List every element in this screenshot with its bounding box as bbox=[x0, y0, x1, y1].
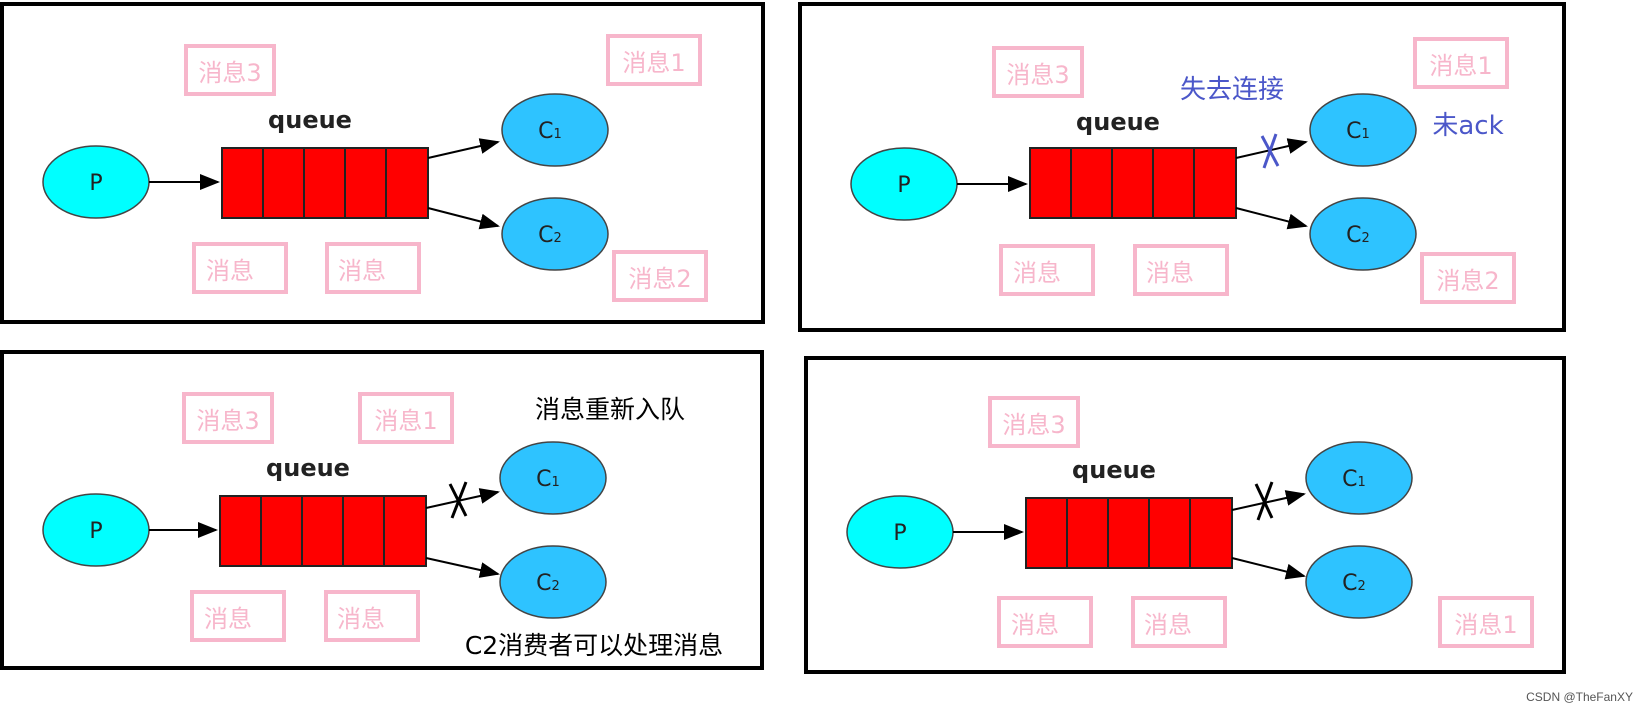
consumer2-arrow bbox=[427, 207, 500, 230]
svg-text:消息1: 消息1 bbox=[1429, 52, 1492, 80]
queue-label: queue bbox=[1072, 456, 1156, 484]
consumer1-node bbox=[1309, 93, 1417, 167]
svg-text:消息1: 消息1 bbox=[622, 49, 685, 77]
queue-block bbox=[1025, 497, 1233, 569]
message-box: 消息1 bbox=[358, 392, 454, 444]
message-box: 消息2 bbox=[1420, 252, 1516, 304]
producer-label: P bbox=[893, 521, 906, 546]
diagram-panel-2: 消息3 消息1 消息 消息 消息2 失去连接 未ack P queue bbox=[798, 2, 1566, 332]
annotation-requeue: 消息重新入队 bbox=[535, 395, 685, 424]
svg-text:消息: 消息 bbox=[1144, 611, 1192, 639]
svg-text:消息: 消息 bbox=[204, 605, 252, 633]
consumer2-arrow bbox=[1235, 207, 1308, 230]
queue-label: queue bbox=[268, 106, 352, 134]
consumer2-label: C2 bbox=[536, 571, 560, 596]
annotation-c2-can-process: C2消费者可以处理消息 bbox=[465, 631, 723, 660]
consumer1-label: C1 bbox=[536, 467, 560, 492]
diagram-panel-3: 消息3 消息1 消息 消息 消息重新入队 C2消费者可以处理消息 P queue bbox=[0, 350, 764, 670]
diagram-panel-1: 消息3 消息1 消息 消息 消息2 P queue bbox=[0, 2, 765, 324]
panel-3-svg: 消息3 消息1 消息 消息 消息重新入队 C2消费者可以处理消息 P queue bbox=[42, 392, 723, 660]
svg-text:消息3: 消息3 bbox=[196, 407, 259, 435]
svg-text:消息: 消息 bbox=[337, 605, 385, 633]
message-box: 消息1 bbox=[606, 34, 702, 86]
message-box: 消息 bbox=[1133, 244, 1229, 296]
svg-text:消息1: 消息1 bbox=[374, 407, 437, 435]
message-box: 消息1 bbox=[1438, 596, 1534, 648]
svg-text:消息: 消息 bbox=[1146, 259, 1194, 287]
watermark: CSDN @TheFanXY bbox=[1526, 690, 1633, 704]
svg-text:消息2: 消息2 bbox=[628, 265, 691, 293]
message-box: 消息 bbox=[1131, 596, 1227, 648]
svg-text:消息3: 消息3 bbox=[1006, 61, 1069, 89]
svg-text:消息: 消息 bbox=[338, 257, 386, 285]
message-box: 消息3 bbox=[184, 44, 276, 96]
consumer2-node bbox=[1305, 545, 1413, 619]
consumer1-node bbox=[501, 93, 609, 167]
queue-block bbox=[1029, 147, 1237, 219]
svg-text:消息1: 消息1 bbox=[1454, 611, 1517, 639]
consumer1-node bbox=[1305, 441, 1413, 515]
message-box: 消息 bbox=[325, 242, 421, 294]
producer-label: P bbox=[89, 171, 102, 196]
consumer2-label: C2 bbox=[1346, 223, 1370, 248]
message-box: 消息 bbox=[192, 242, 288, 294]
svg-text:消息: 消息 bbox=[206, 257, 254, 285]
message-box: 消息 bbox=[324, 590, 420, 642]
queue-block bbox=[221, 147, 429, 219]
consumer2-node bbox=[499, 545, 607, 619]
consumer2-arrow bbox=[1231, 557, 1306, 580]
annotation-lost-connection: 失去连接 bbox=[1180, 75, 1284, 105]
broken-link-mark bbox=[448, 481, 468, 519]
queue-label: queue bbox=[266, 454, 350, 482]
message-box: 消息 bbox=[997, 596, 1093, 648]
consumer1-node bbox=[499, 441, 607, 515]
queue-label: queue bbox=[1076, 108, 1160, 136]
consumer2-node bbox=[501, 197, 609, 271]
message-box: 消息 bbox=[190, 590, 286, 642]
broken-link-mark bbox=[1254, 481, 1274, 521]
consumer2-label: C2 bbox=[538, 223, 562, 248]
svg-text:消息3: 消息3 bbox=[198, 59, 261, 87]
annotation-not-ack: 未ack bbox=[1432, 111, 1503, 141]
message-box: 消息3 bbox=[182, 392, 274, 444]
consumer2-arrow bbox=[425, 557, 500, 578]
consumer1-arrow bbox=[1231, 490, 1306, 511]
broken-link-mark bbox=[1260, 133, 1280, 169]
consumer2-label: C2 bbox=[1342, 571, 1366, 596]
svg-text:消息: 消息 bbox=[1011, 611, 1059, 639]
message-box: 消息2 bbox=[612, 250, 708, 302]
producer-label: P bbox=[897, 173, 910, 198]
consumer1-arrow bbox=[427, 138, 500, 159]
producer-label: P bbox=[89, 519, 102, 544]
consumer1-arrow bbox=[425, 488, 500, 509]
message-box: 消息 bbox=[999, 244, 1095, 296]
consumer1-label: C1 bbox=[1342, 467, 1366, 492]
message-box: 消息1 bbox=[1413, 37, 1509, 89]
consumer2-node bbox=[1309, 197, 1417, 271]
message-box: 消息3 bbox=[988, 396, 1080, 448]
panel-2-svg: 消息3 消息1 消息 消息 消息2 失去连接 未ack P queue bbox=[850, 37, 1516, 304]
svg-text:消息: 消息 bbox=[1013, 259, 1061, 287]
consumer1-label: C1 bbox=[538, 119, 562, 144]
svg-text:消息3: 消息3 bbox=[1002, 411, 1065, 439]
panel-1-svg: 消息3 消息1 消息 消息 消息2 P queue bbox=[42, 34, 708, 302]
queue-block bbox=[219, 495, 427, 567]
message-box: 消息3 bbox=[992, 46, 1084, 98]
svg-text:消息2: 消息2 bbox=[1436, 267, 1499, 295]
diagram-panel-4: 消息3 消息 消息 消息1 P queue C1 bbox=[804, 356, 1566, 674]
panel-4-svg: 消息3 消息 消息 消息1 P queue C1 bbox=[846, 396, 1534, 648]
consumer1-label: C1 bbox=[1346, 119, 1370, 144]
